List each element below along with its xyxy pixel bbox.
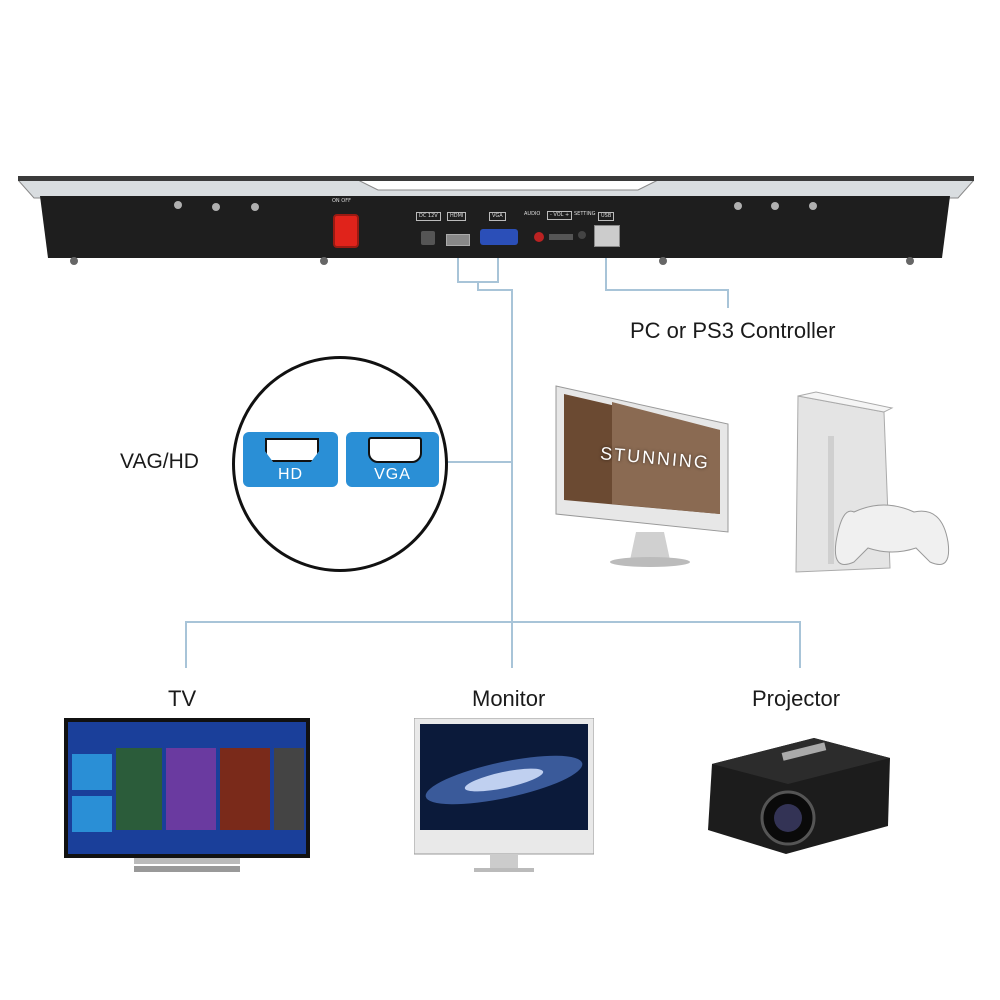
tv-label: TV xyxy=(168,686,197,711)
usb-port-label: USB xyxy=(598,212,615,221)
vga-icon xyxy=(368,437,422,463)
game-console-image xyxy=(792,390,952,575)
dc-port-label: DC 12V xyxy=(416,212,441,221)
hd-badge: HD xyxy=(243,432,338,487)
hd-badge-text: HD xyxy=(277,466,304,483)
tv-image xyxy=(64,718,310,878)
panel-body xyxy=(16,176,976,265)
vol-buttons xyxy=(549,234,573,240)
distribution-line xyxy=(185,621,801,668)
monitor-image xyxy=(413,717,595,878)
vga-port xyxy=(480,229,518,245)
projector-label: Projector xyxy=(752,686,841,711)
switch-label: ON OFF xyxy=(332,198,351,204)
controller-label: PC or PS3 Controller xyxy=(630,318,836,343)
monitor-label: Monitor xyxy=(472,686,546,711)
vga-line xyxy=(477,248,513,668)
arcade-panel xyxy=(16,176,976,266)
vga-port-label: VGA xyxy=(489,212,506,221)
vol-label: - VOL + xyxy=(547,211,573,220)
vga-badge-text: VGA xyxy=(374,466,411,483)
hdmi-line xyxy=(457,248,478,283)
audio-label: AUDIO xyxy=(524,211,541,217)
usb-port xyxy=(594,225,620,247)
power-switch[interactable] xyxy=(333,214,359,248)
usb-line xyxy=(605,248,729,308)
vag-hd-label: VAG/HD xyxy=(120,450,199,473)
hdmi-port xyxy=(446,234,470,246)
hdmi-port-label: HDMI xyxy=(447,212,467,221)
projector-image xyxy=(702,730,892,860)
desktop-monitor-image xyxy=(552,382,732,572)
setting-button xyxy=(578,231,586,239)
hdmi-icon xyxy=(265,438,319,462)
audio-jack xyxy=(534,232,544,242)
vga-badge: VGA xyxy=(346,432,439,487)
setting-label: SETTING xyxy=(574,211,596,217)
dc-port xyxy=(421,231,435,245)
